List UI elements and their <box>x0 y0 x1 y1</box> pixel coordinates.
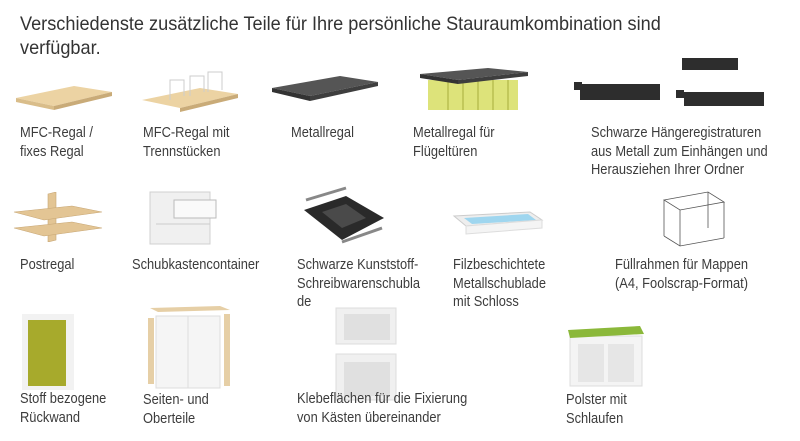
item-label-metallregal: Metallregal <box>291 125 354 141</box>
item-label-fuellrahmen: Füllrahmen für Mappen (A4, Foolscrap-For… <box>615 257 749 292</box>
item-label-mfc-regal-trenn: MFC-Regal mit Trennstücken <box>143 125 230 160</box>
item-label-postregal: Postregal <box>20 257 75 273</box>
felt-drawer-icon <box>452 211 544 235</box>
item-label-klebeflaechen: Klebeflächen für die Fixierung von Käste… <box>297 391 468 426</box>
metal-shelf-icon <box>272 76 378 101</box>
stationery-drawer-icon <box>304 186 384 244</box>
item-label-seiten-oberteile: Seiten- und Oberteile <box>143 392 209 427</box>
item-label-schreibwarenschublade: Schwarze Kunststoff- Schreibwarenschubla… <box>297 257 421 310</box>
metal-shelf-files-icon <box>420 68 528 110</box>
item-label-metallschublade: Filzbeschichtete Metallschublade mit Sch… <box>453 257 546 310</box>
hanging-file-frame-icon <box>574 58 764 106</box>
mail-shelf-icon <box>13 192 103 242</box>
item-label-metallregal-fluegel: Metallregal für Flügeltüren <box>413 125 495 160</box>
item-label-polster: Polster mit Schlaufen <box>566 392 627 427</box>
item-label-rueckwand: Stoff bezogene Rückwand <box>20 391 107 426</box>
cushion-bench-icon <box>568 326 644 387</box>
item-label-mfc-regal: MFC-Regal / fixes Regal <box>20 125 93 160</box>
side-top-panels-icon <box>148 306 230 389</box>
page-title: Verschiedenste zusätzliche Teile für Ihr… <box>20 13 661 59</box>
filing-frame-icon <box>662 191 726 247</box>
drawer-container-icon <box>149 191 217 245</box>
fabric-back-panel-icon <box>22 314 74 390</box>
shelf-dividers-icon <box>142 71 238 112</box>
item-label-schubkastencontainer: Schubkastencontainer <box>132 257 260 273</box>
stacked-boxes-icon <box>335 307 397 401</box>
wood-shelf-icon <box>16 86 112 110</box>
item-label-haengeregistratur: Schwarze Hängeregistraturen aus Metall z… <box>591 125 768 178</box>
